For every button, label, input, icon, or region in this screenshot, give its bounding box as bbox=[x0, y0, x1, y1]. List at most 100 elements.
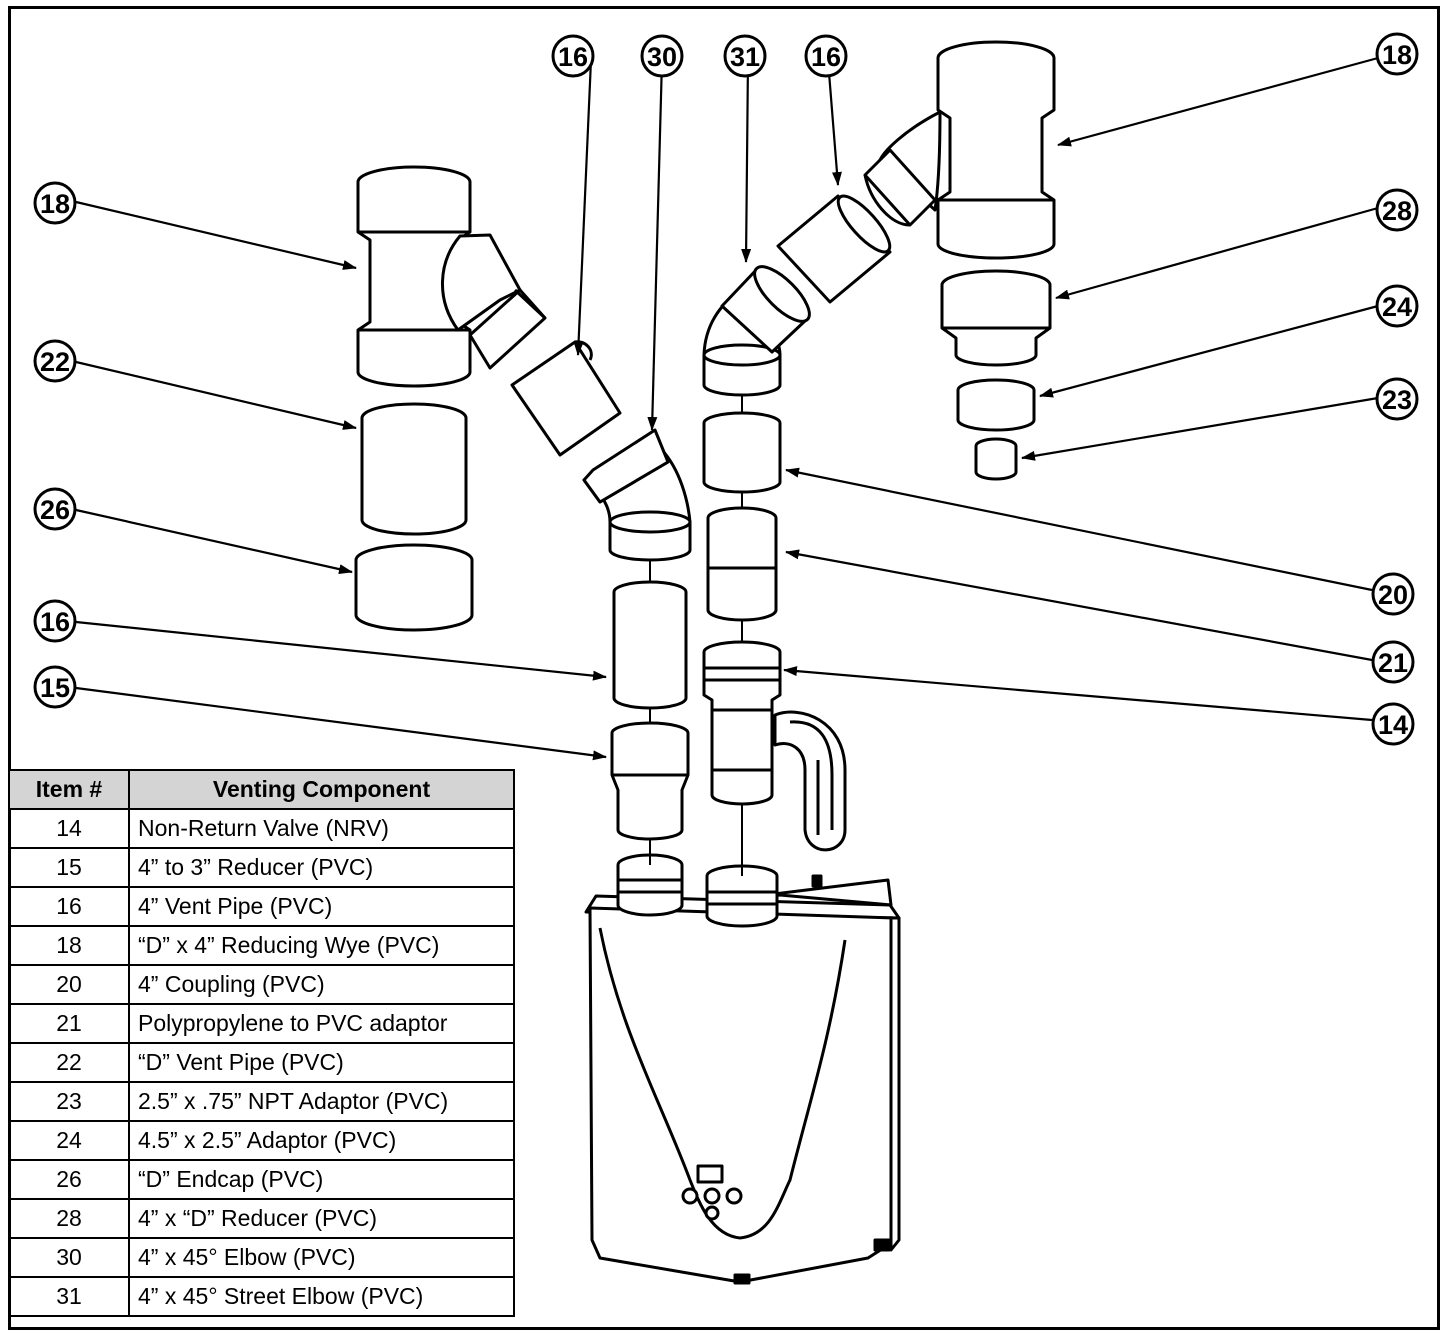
leader-16-top-right bbox=[826, 59, 842, 186]
part-28-reducer bbox=[940, 269, 1052, 367]
callout-label: 23 bbox=[1382, 385, 1412, 415]
callout-label: 26 bbox=[40, 495, 70, 525]
leader-31 bbox=[741, 59, 752, 263]
part-23-npt-adaptor bbox=[974, 437, 1018, 481]
leader-24 bbox=[1039, 304, 1379, 398]
part-18-wye-left bbox=[356, 165, 547, 388]
item-number: 30 bbox=[8, 1237, 130, 1278]
callout-label: 15 bbox=[40, 673, 70, 703]
part-22-d-vent-pipe bbox=[360, 402, 468, 536]
callout-label: 28 bbox=[1382, 196, 1412, 226]
callout-label: 14 bbox=[1378, 710, 1408, 740]
callout-label: 18 bbox=[40, 189, 70, 219]
component-name: 4” x 45° Street Elbow (PVC) bbox=[128, 1276, 515, 1317]
leader-14 bbox=[783, 666, 1373, 722]
control-button bbox=[704, 1205, 720, 1221]
column-header-component: Venting Component bbox=[128, 769, 515, 810]
component-name: 4” to 3” Reducer (PVC) bbox=[128, 847, 515, 888]
leader-28 bbox=[1055, 206, 1379, 300]
item-number: 24 bbox=[8, 1120, 130, 1161]
item-number: 14 bbox=[8, 808, 130, 849]
table-header-row: Item # Venting Component bbox=[8, 769, 515, 810]
leader-23 bbox=[1021, 396, 1379, 461]
callout-label: 31 bbox=[730, 42, 760, 72]
leader-26 bbox=[75, 508, 353, 575]
part-30-elbow bbox=[582, 428, 692, 562]
component-name: 4” Coupling (PVC) bbox=[128, 964, 515, 1005]
component-name: Polypropylene to PVC adaptor bbox=[128, 1003, 515, 1044]
callout-label: 20 bbox=[1378, 580, 1408, 610]
part-16-vent-pipe-lower bbox=[612, 580, 688, 710]
table-row: 22“D” Vent Pipe (PVC) bbox=[8, 1042, 515, 1083]
control-button bbox=[725, 1187, 743, 1205]
component-name: Non-Return Valve (NRV) bbox=[128, 808, 515, 849]
part-16-vent-pipe-angled bbox=[510, 340, 622, 457]
component-name: 4” x 45° Elbow (PVC) bbox=[128, 1237, 515, 1278]
unit-vent-collar-right bbox=[705, 864, 779, 928]
item-number: 21 bbox=[8, 1003, 130, 1044]
leader-16-left bbox=[75, 620, 607, 681]
component-name: “D” Endcap (PVC) bbox=[128, 1159, 515, 1200]
diagram-frame bbox=[8, 6, 1440, 1330]
part-15-reducer bbox=[610, 721, 690, 841]
leader-16-top-left bbox=[573, 59, 593, 356]
leader-22 bbox=[75, 360, 357, 430]
leader-15 bbox=[75, 686, 607, 761]
callout-label: 18 bbox=[1382, 40, 1412, 70]
component-name: 2.5” x .75” NPT Adaptor (PVC) bbox=[128, 1081, 515, 1122]
part-14-non-return-valve bbox=[702, 640, 847, 852]
leader-18-left bbox=[75, 200, 357, 270]
display-screen bbox=[696, 1164, 724, 1184]
part-18-wye-right bbox=[863, 40, 1056, 260]
control-button bbox=[703, 1187, 721, 1205]
leader-18-right bbox=[1057, 56, 1379, 147]
table-row: 18“D” x 4” Reducing Wye (PVC) bbox=[8, 925, 515, 966]
item-number: 20 bbox=[8, 964, 130, 1005]
item-number: 23 bbox=[8, 1081, 130, 1122]
component-name: 4” Vent Pipe (PVC) bbox=[128, 886, 515, 927]
leader-30 bbox=[647, 59, 664, 431]
part-26-endcap bbox=[354, 543, 474, 632]
part-16-vent-pipe-upper bbox=[776, 194, 892, 304]
item-number: 18 bbox=[8, 925, 130, 966]
component-name: 4.5” x 2.5” Adaptor (PVC) bbox=[128, 1120, 515, 1161]
callout-circles bbox=[33, 32, 1419, 746]
callout-label: 16 bbox=[40, 607, 70, 637]
callout-label: 21 bbox=[1378, 648, 1408, 678]
leader-lines bbox=[75, 56, 1379, 761]
table-row: 26“D” Endcap (PVC) bbox=[8, 1159, 515, 1200]
callout-label: 22 bbox=[40, 347, 70, 377]
item-number: 31 bbox=[8, 1276, 130, 1317]
callout-label: 16 bbox=[558, 42, 588, 72]
part-24-adaptor bbox=[956, 378, 1036, 432]
part-21-adaptor bbox=[706, 506, 778, 622]
callout-label: 16 bbox=[811, 42, 841, 72]
component-name: “D” Vent Pipe (PVC) bbox=[128, 1042, 515, 1083]
leader-20 bbox=[785, 467, 1373, 592]
item-number: 26 bbox=[8, 1159, 130, 1200]
component-name: “D” x 4” Reducing Wye (PVC) bbox=[128, 925, 515, 966]
leader-21 bbox=[785, 549, 1373, 662]
water-heater-unit bbox=[584, 874, 901, 1285]
part-31-street-elbow bbox=[702, 265, 811, 397]
column-header-item: Item # bbox=[8, 769, 130, 810]
item-number: 28 bbox=[8, 1198, 130, 1239]
callout-label: 30 bbox=[647, 42, 677, 72]
item-number: 16 bbox=[8, 886, 130, 927]
item-number: 15 bbox=[8, 847, 130, 888]
control-button bbox=[681, 1187, 699, 1205]
component-name: 4” x “D” Reducer (PVC) bbox=[128, 1198, 515, 1239]
item-number: 22 bbox=[8, 1042, 130, 1083]
